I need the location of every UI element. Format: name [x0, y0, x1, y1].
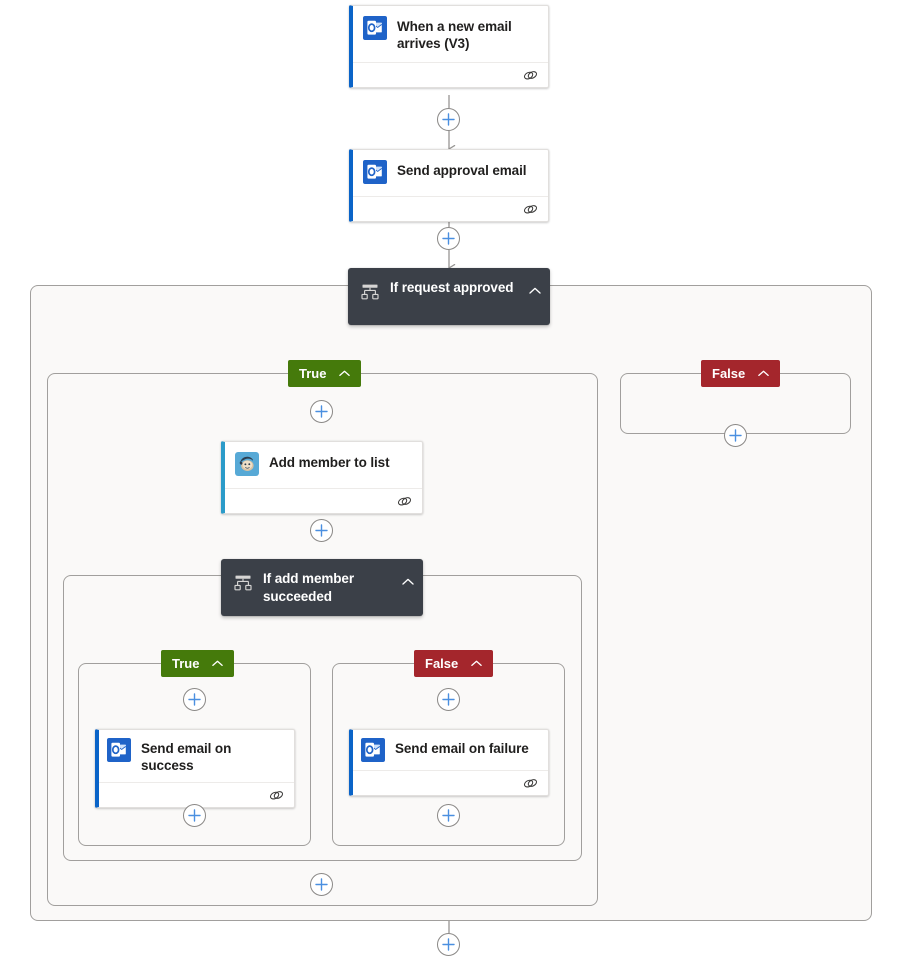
add-step-button-after-add-member[interactable]	[310, 519, 333, 542]
card-footer	[353, 62, 548, 87]
chevron-up-icon[interactable]	[211, 657, 224, 670]
plus-icon	[188, 693, 201, 706]
mailchimp-icon	[235, 452, 259, 476]
condition-title: If request approved	[390, 280, 514, 295]
outlook-icon	[361, 738, 385, 762]
link-icon[interactable]	[523, 69, 538, 82]
branch-label: False	[712, 366, 746, 381]
card-header: When a new email arrives (V3)	[353, 6, 548, 62]
card-footer	[99, 782, 294, 807]
branch-badge-inner-false[interactable]: False	[414, 650, 494, 677]
condition-card-if-request-approved[interactable]: If request approved	[348, 268, 550, 325]
action-card-add-member-to-list[interactable]: Add member to list	[221, 441, 423, 514]
action-card-send-approval-email[interactable]: Send approval email	[349, 149, 549, 222]
add-step-button-after-send-approval[interactable]	[437, 227, 460, 250]
link-icon[interactable]	[523, 777, 538, 790]
plus-icon	[442, 232, 455, 245]
plus-icon	[442, 113, 455, 126]
card-footer	[353, 196, 548, 221]
action-card-trigger[interactable]: When a new email arrives (V3)	[349, 5, 549, 88]
outlook-icon	[363, 160, 387, 184]
branch-label: True	[299, 366, 327, 381]
card-title: Send approval email	[397, 163, 527, 178]
card-header: Send email on failure	[353, 730, 548, 770]
card-header: Send email on success	[99, 730, 294, 782]
action-card-send-email-on-failure[interactable]: Send email on failure	[349, 729, 549, 796]
add-step-button-inner-false-bottom[interactable]	[437, 804, 460, 827]
link-icon[interactable]	[269, 789, 284, 802]
branch-badge-outer-false[interactable]: False	[701, 360, 781, 387]
card-title: Send email on success	[141, 741, 232, 773]
plus-icon	[315, 524, 328, 537]
condition-title: If add member succeeded	[263, 571, 354, 604]
add-step-button-inner-false-top[interactable]	[437, 688, 460, 711]
plus-icon	[188, 809, 201, 822]
card-header: Send approval email	[353, 150, 548, 196]
plus-icon	[442, 809, 455, 822]
chevron-up-icon[interactable]	[401, 575, 415, 589]
condition-icon	[234, 575, 252, 591]
plus-icon	[442, 938, 455, 951]
chevron-up-icon[interactable]	[528, 284, 542, 298]
condition-icon	[361, 284, 379, 300]
card-title: Send email on failure	[395, 741, 529, 756]
link-icon[interactable]	[397, 495, 412, 508]
branch-badge-outer-true[interactable]: True	[288, 360, 362, 387]
card-title: Add member to list	[269, 455, 390, 470]
chevron-up-icon[interactable]	[470, 657, 483, 670]
outlook-icon	[107, 738, 131, 762]
card-footer	[225, 488, 422, 513]
add-step-button-inner-true-top[interactable]	[183, 688, 206, 711]
action-card-send-email-on-success[interactable]: Send email on success	[95, 729, 295, 808]
chevron-up-icon[interactable]	[757, 367, 770, 380]
plus-icon	[315, 405, 328, 418]
plus-icon	[442, 693, 455, 706]
branch-label: False	[425, 656, 459, 671]
add-step-button-outer-true-top[interactable]	[310, 400, 333, 423]
card-footer	[353, 770, 548, 795]
plus-icon	[315, 878, 328, 891]
add-step-button-outer-false-empty[interactable]	[724, 424, 747, 447]
plus-icon	[729, 429, 742, 442]
add-step-button-flow-end[interactable]	[437, 933, 460, 956]
outlook-icon	[363, 16, 387, 40]
add-step-button-inner-true-bottom[interactable]	[183, 804, 206, 827]
card-header: Add member to list	[225, 442, 422, 488]
condition-card-if-add-member-succeeded[interactable]: If add member succeeded	[221, 559, 423, 616]
add-step-button-after-trigger[interactable]	[437, 108, 460, 131]
link-icon[interactable]	[523, 203, 538, 216]
chevron-up-icon[interactable]	[338, 367, 351, 380]
branch-badge-inner-true[interactable]: True	[161, 650, 235, 677]
branch-label: True	[172, 656, 200, 671]
add-step-button-outer-true-bottom[interactable]	[310, 873, 333, 896]
card-title: When a new email arrives (V3)	[397, 19, 512, 51]
